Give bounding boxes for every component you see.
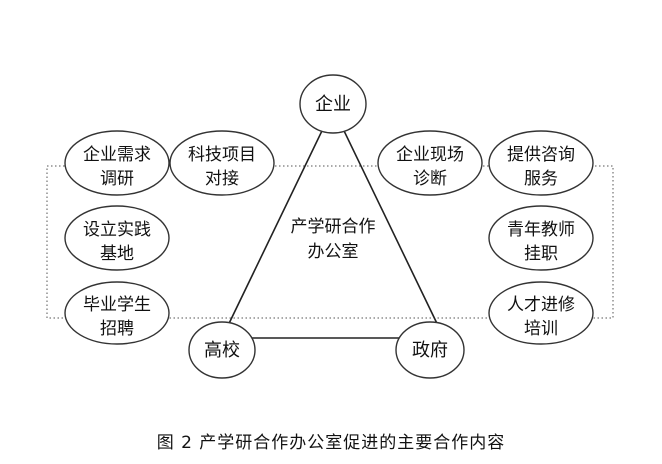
figure-caption: 图 2 产学研合作办公室促进的主要合作内容 [156,433,506,453]
dotted-frame [46,165,614,319]
item-label-line1: 科技项目 [188,145,256,165]
vertex-label-enterprise: 企业 [315,94,351,115]
item-enterprise-demand-survey: 企业需求 调研 [64,130,170,196]
item-consulting-service: 提供咨询 服务 [488,130,594,196]
item-onsite-diagnosis: 企业现场 诊断 [377,130,483,196]
vertex-label-government: 政府 [412,340,448,361]
item-label-line1: 人才进修 [507,295,575,315]
item-young-teacher-secondment: 青年教师 挂职 [488,205,594,271]
item-label-line2: 挂职 [524,244,558,264]
item-label-line2: 培训 [524,319,558,339]
vertex-label-university: 高校 [204,340,240,361]
item-label-line1: 提供咨询 [507,145,575,165]
vertex-node-enterprise: 企业 [299,74,367,134]
item-label-line2: 基地 [100,244,134,264]
vertex-node-government: 政府 [395,321,465,379]
item-label-line2: 对接 [205,169,239,189]
item-practice-base: 设立实践 基地 [64,205,170,271]
item-label-line1: 企业现场 [396,145,464,165]
item-graduate-recruitment: 毕业学生 招聘 [64,281,170,345]
item-label-line2: 招聘 [100,319,134,339]
item-tech-project-matching: 科技项目 对接 [169,130,275,196]
item-label-line1: 设立实践 [83,220,151,240]
item-label-line1: 毕业学生 [83,295,151,315]
item-label-line1: 企业需求 [83,145,151,165]
item-talent-training: 人才进修 培训 [488,281,594,345]
item-label-line2: 服务 [524,169,558,189]
item-label-line2: 诊断 [413,169,447,189]
center-label-line2: 办公室 [308,242,359,262]
item-label-line1: 青年教师 [507,220,575,240]
item-label-line2: 调研 [100,169,134,189]
vertex-node-university: 高校 [188,321,256,379]
triangle [220,106,446,339]
center-label-line1: 产学研合作 [291,217,376,237]
